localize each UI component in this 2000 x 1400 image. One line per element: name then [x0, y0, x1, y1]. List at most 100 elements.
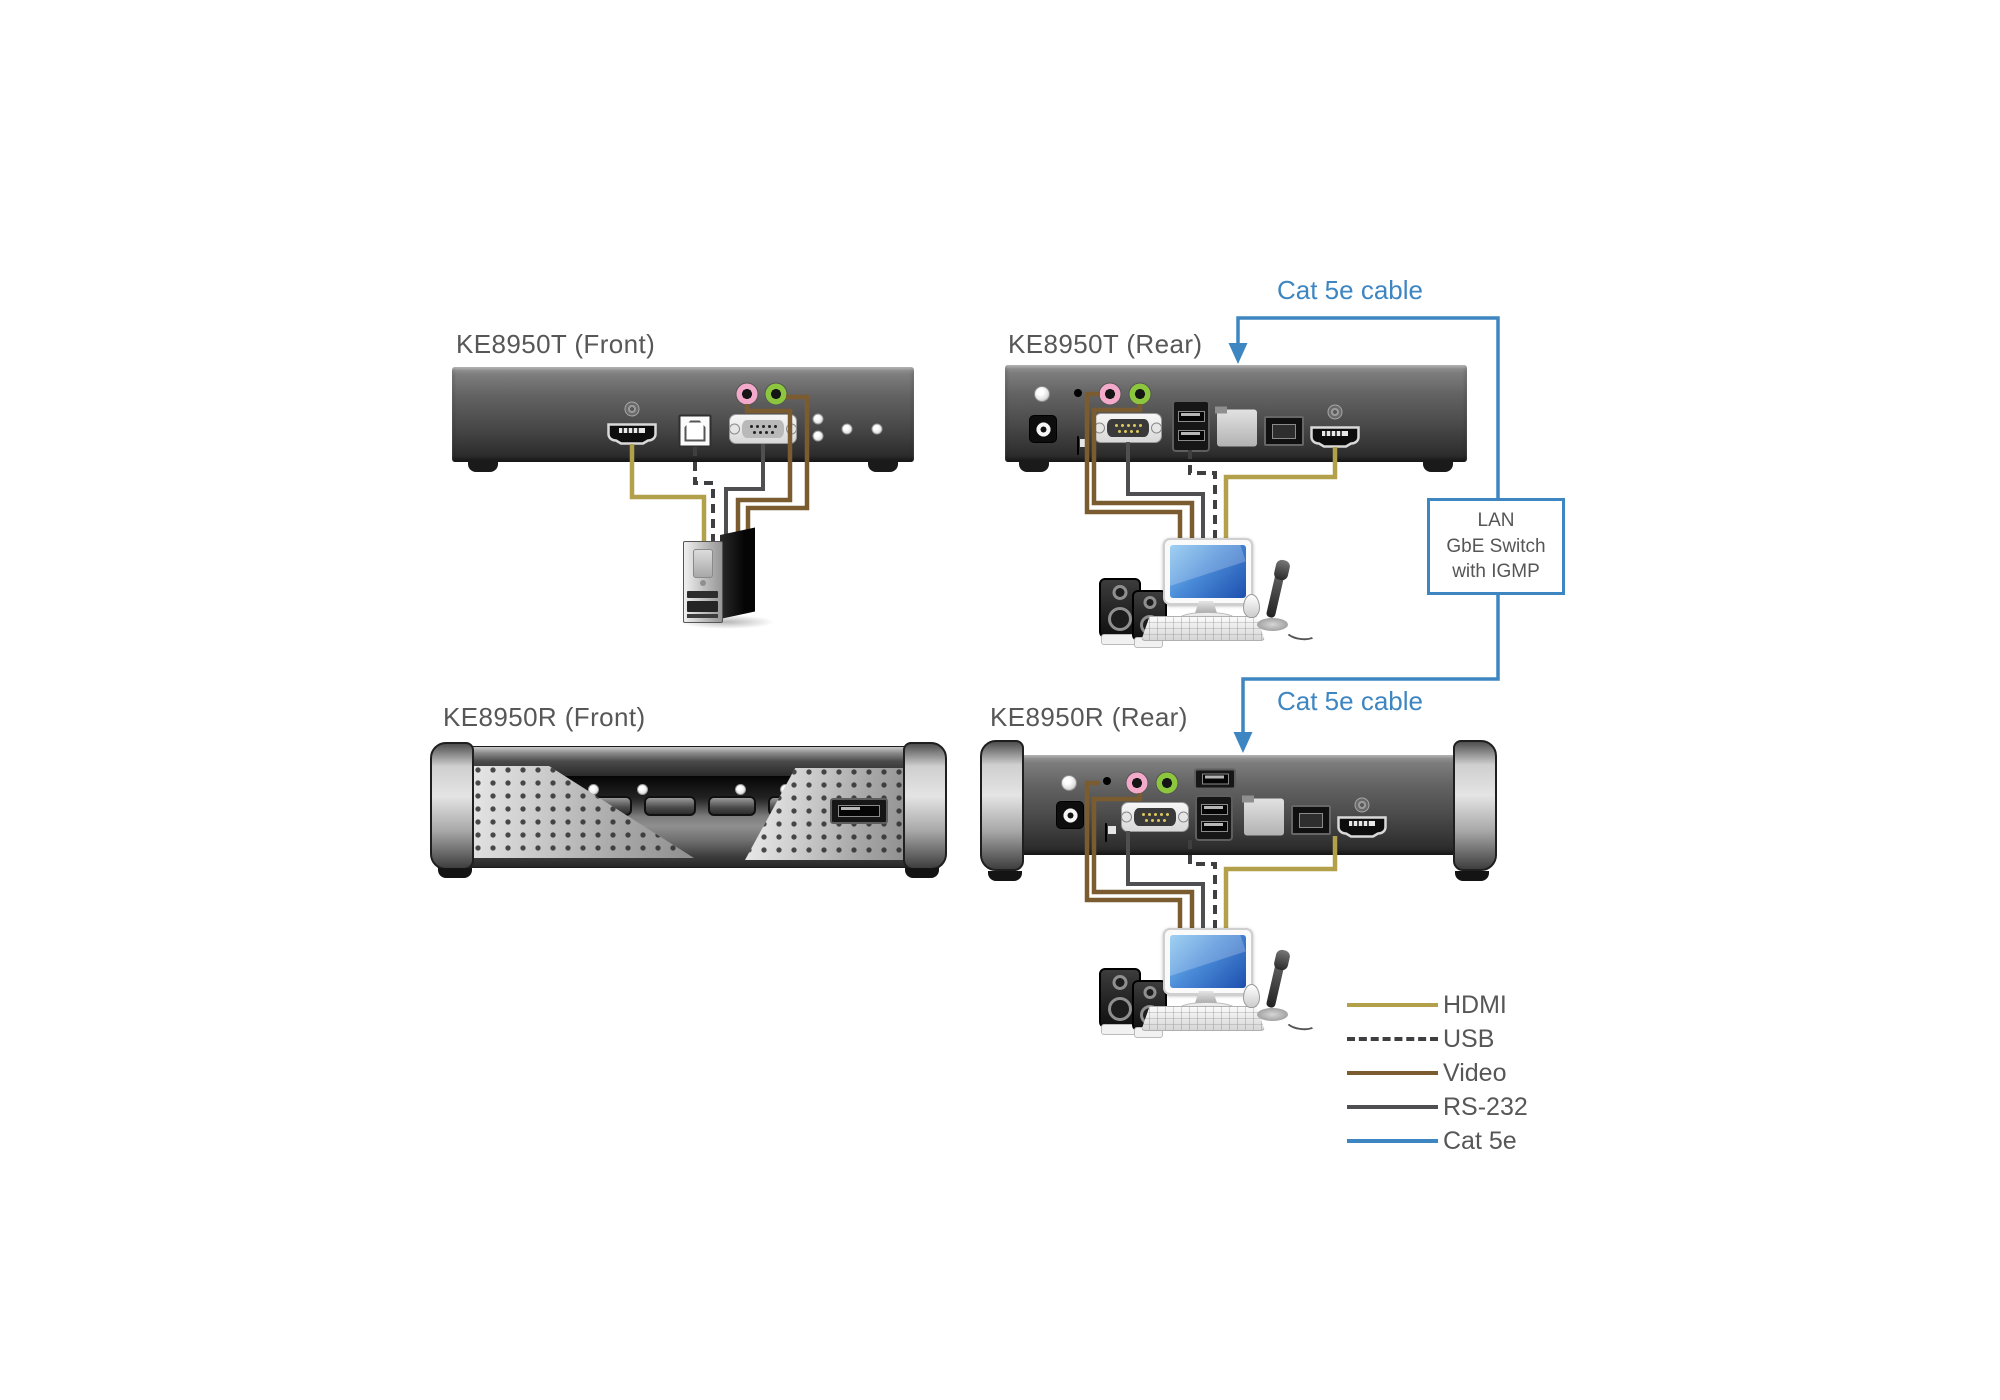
video-line-swatch: [1347, 1071, 1438, 1075]
dual-usb-port: [1195, 795, 1233, 841]
db9-screw: [1151, 422, 1162, 434]
status-led: [841, 423, 853, 435]
pc-side-panel: [720, 527, 755, 619]
lan-gbe-switch-box: LAN GbE Switch with IGMP: [1427, 498, 1565, 595]
label-cat5e-bottom: Cat 5e cable: [1277, 686, 1423, 716]
db9-shell: [742, 420, 784, 438]
switch-box-line2: GbE Switch: [1446, 535, 1546, 557]
sfp-port: [1264, 416, 1304, 446]
pc-drive-bay: [687, 591, 718, 598]
db9-screw: [729, 423, 740, 435]
rj45-lan-port: [1217, 409, 1257, 447]
device-ke8950t-front: [452, 367, 914, 472]
dc-pin: [1062, 807, 1078, 823]
usb-a-port: [1177, 430, 1205, 442]
mouse-icon: [1243, 594, 1260, 618]
sfp-port: [1291, 805, 1331, 835]
audio-cable-2-r-rear: [1091, 793, 1195, 938]
legend-item-video: Video: [1347, 1056, 1528, 1090]
db9-shell: [1134, 808, 1176, 826]
db9-pins: [1115, 424, 1118, 427]
pc-front-panel: [683, 541, 723, 623]
usb-port-front: [830, 798, 888, 824]
pc-vent: [693, 549, 713, 578]
legend-item-usb: USB: [1347, 1022, 1528, 1056]
rs232-cable-r-rear: [1126, 831, 1205, 938]
device-ke8950t-rear: [1005, 365, 1467, 472]
device-foot: [868, 461, 898, 472]
microphone-cable: [1284, 1011, 1318, 1033]
rs232-db9-port: [1094, 413, 1162, 443]
hdmi-port: [607, 423, 657, 445]
reset-hole: [1074, 389, 1082, 397]
legend-label: Video: [1443, 1058, 1507, 1087]
device-foot: [468, 461, 498, 472]
screw-hole-icon: [1327, 404, 1343, 420]
usb-a-port: [1201, 773, 1229, 785]
cat5e-line-swatch: [1347, 1139, 1438, 1143]
sfp-inner: [1272, 423, 1296, 439]
status-led: [812, 430, 824, 442]
pc-drive-bay: [687, 601, 718, 612]
hdmi-cable-t-rear: [1223, 447, 1338, 548]
legend-item-rs232: RS-232: [1347, 1090, 1528, 1124]
front-button: [644, 796, 696, 816]
device-ke8950r-rear: [980, 738, 1497, 881]
dc-power-jack: [1056, 801, 1084, 829]
end-cap-left: [980, 740, 1024, 871]
keyboard-icon: [1141, 1006, 1265, 1031]
rj45-lan-port: [1244, 798, 1284, 836]
legend-label: HDMI: [1443, 990, 1507, 1019]
dc-power-jack: [1029, 415, 1057, 443]
reset-hole: [1103, 777, 1111, 785]
status-led: [871, 423, 883, 435]
audio-cable-1-t-front: [735, 404, 793, 556]
rs232-cable-t-rear: [1126, 442, 1205, 548]
hdmi-cable-t-front: [629, 444, 707, 556]
audio-cable-2-t-front: [745, 394, 810, 556]
device-ke8950r-front: [430, 740, 947, 878]
switch-box-line3: with IGMP: [1452, 561, 1540, 583]
monitor-screen: [1170, 935, 1246, 988]
usb-b-inner: [684, 420, 706, 442]
usb-a-port: [838, 805, 880, 817]
single-usb-port: [1194, 768, 1236, 790]
db9-screw: [1121, 811, 1132, 823]
microphone-head: [1272, 948, 1292, 972]
hdmi-port: [1337, 816, 1387, 838]
mode-switch: [1077, 436, 1079, 455]
db9-screw: [1178, 811, 1189, 823]
db9-pins: [1142, 813, 1145, 816]
cat5e-arrow-bottom: [1233, 732, 1253, 753]
audio-cable-1-r-rear: [1084, 780, 1183, 938]
monitor-stand: [1195, 601, 1217, 613]
pc-drive-bay: [687, 614, 718, 618]
status-led: [735, 784, 746, 795]
usb-a-port: [1200, 821, 1228, 833]
legend-item-hdmi: HDMI: [1347, 988, 1528, 1022]
workstation-console-top: [1085, 538, 1318, 648]
db9-shell: [1107, 419, 1149, 437]
microphone-head: [1272, 558, 1292, 582]
monitor-stand: [1195, 991, 1217, 1003]
pc-power-button: [700, 580, 706, 586]
t-rear-cables: [1084, 391, 1338, 548]
usb-cable-t-front: [693, 447, 715, 556]
switch-box-line1: LAN: [1477, 510, 1515, 532]
device-foot: [1423, 461, 1453, 472]
legend-label: Cat 5e: [1443, 1126, 1517, 1155]
device-foot: [905, 868, 939, 878]
device-foot: [1019, 461, 1049, 472]
mouse-icon: [1243, 984, 1260, 1008]
usb-cable-r-rear: [1188, 840, 1217, 938]
rs232-cable-t-front: [724, 444, 765, 556]
status-led: [812, 413, 824, 425]
front-button: [708, 796, 756, 816]
rs232-line-swatch: [1347, 1105, 1438, 1109]
hdmi-line-swatch: [1347, 1003, 1438, 1007]
label-ke8950r-rear: KE8950R (Rear): [990, 702, 1188, 732]
t-front-cables: [629, 394, 810, 556]
audio-cable-2-t-rear: [1091, 404, 1195, 548]
screw-hole-icon: [624, 401, 640, 417]
